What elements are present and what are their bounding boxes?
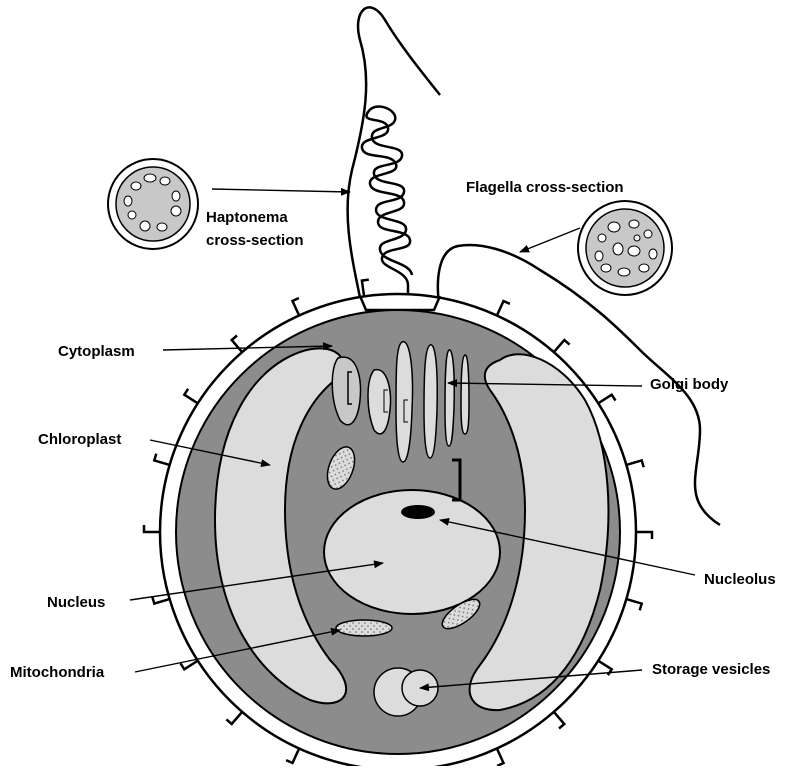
coat-spike — [154, 454, 169, 465]
coat-spike — [232, 336, 242, 353]
flagella-cross-section — [578, 201, 672, 295]
haptonema-thread — [348, 7, 440, 322]
coat-spike — [144, 525, 160, 532]
label-mitochondria: Mitochondria — [10, 664, 105, 681]
leader-haptonema — [212, 189, 350, 192]
label-nucleolus: Nucleolus — [704, 571, 776, 588]
coat-spike — [152, 597, 169, 604]
coat-spike — [362, 280, 369, 297]
coat-spike — [497, 301, 510, 316]
label-flagella: Flagella cross-section — [466, 179, 624, 196]
haptonema-cross-section — [108, 159, 198, 249]
coat-spike — [293, 298, 300, 316]
coat-spike — [626, 599, 641, 610]
mitochondrion-left — [336, 620, 392, 636]
label-storage: Storage vesicles — [652, 661, 770, 678]
leader-flagella — [520, 228, 580, 252]
haptonema-coil — [362, 107, 412, 320]
coat-spike — [226, 712, 242, 724]
coat-spike — [286, 749, 299, 764]
coat-spike — [598, 395, 615, 404]
label-cytoplasm: Cytoplasm — [58, 343, 135, 360]
coat-spike — [184, 389, 198, 404]
label-chloroplast: Chloroplast — [38, 431, 121, 448]
coat-spike — [636, 532, 652, 539]
label-haptonema-line2: cross-section — [206, 232, 304, 249]
label-haptonema-line1: Haptonema — [206, 209, 288, 226]
label-nucleus: Nucleus — [47, 594, 105, 611]
coat-spike — [626, 460, 643, 467]
nucleolus-body — [401, 505, 435, 519]
coat-spike — [554, 712, 564, 729]
coat-spike — [497, 749, 504, 767]
coat-spike — [554, 340, 570, 352]
label-golgi: Golgi body — [650, 376, 729, 393]
